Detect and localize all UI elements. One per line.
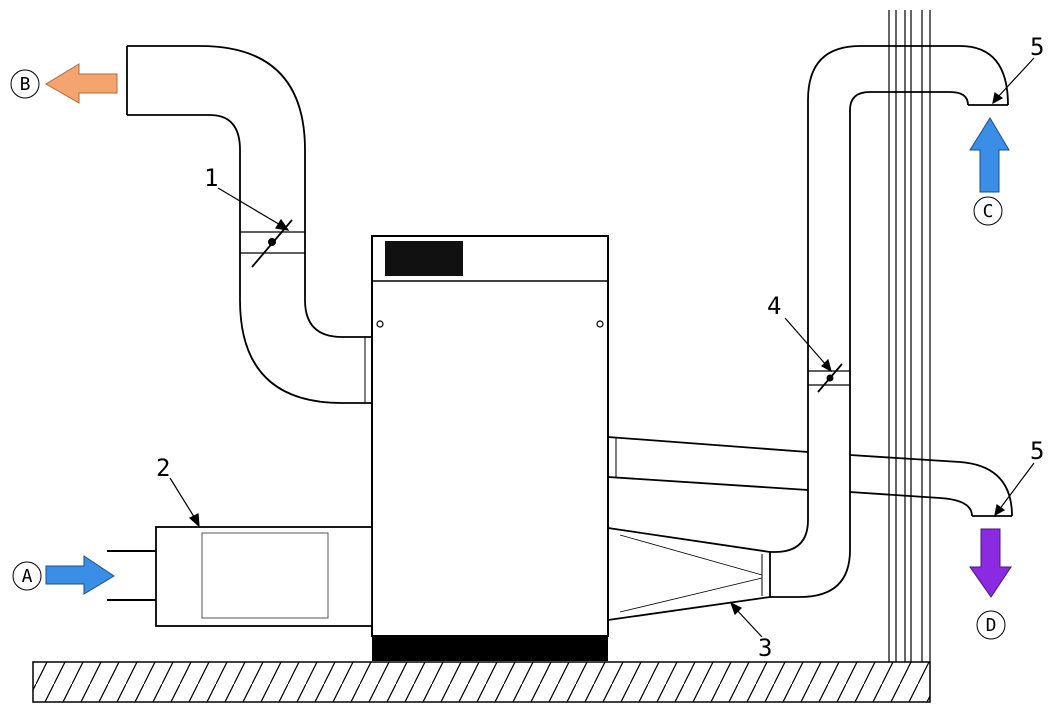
filter-box — [107, 526, 373, 627]
svg-text:B: B — [20, 74, 31, 95]
damper-4 — [817, 363, 843, 393]
callout-4: 4 — [767, 292, 781, 320]
svg-text:A: A — [22, 566, 33, 587]
floor — [32, 661, 931, 703]
supply-duct-b — [126, 45, 372, 404]
flow-arrow-c — [969, 117, 1010, 193]
callout-1: 1 — [204, 164, 218, 192]
flow-label-a: A — [12, 561, 42, 591]
exhaust-duct-d — [607, 436, 1013, 517]
callout-3: 3 — [758, 634, 772, 662]
flow-label-c: C — [973, 196, 1003, 226]
flow-label-d: D — [976, 610, 1006, 640]
svg-text:C: C — [983, 201, 994, 222]
svg-text:D: D — [986, 615, 997, 636]
flow-arrow-b — [45, 63, 118, 104]
reducer-3 — [607, 527, 771, 621]
main-unit — [371, 235, 609, 661]
callout-5-bottom: 5 — [1030, 437, 1044, 465]
unit-base — [372, 636, 608, 661]
flow-label-b: B — [10, 69, 40, 99]
screw-left — [376, 320, 384, 328]
flow-arrow-a — [45, 555, 115, 595]
callout-2: 2 — [156, 454, 170, 482]
intake-duct-c — [770, 45, 1009, 598]
callout-leaders — [169, 57, 1035, 638]
callout-5-top: 5 — [1030, 33, 1044, 61]
control-panel — [385, 241, 463, 276]
screw-right — [596, 320, 604, 328]
wall-riser — [888, 10, 931, 662]
flow-arrow-d — [969, 528, 1012, 598]
